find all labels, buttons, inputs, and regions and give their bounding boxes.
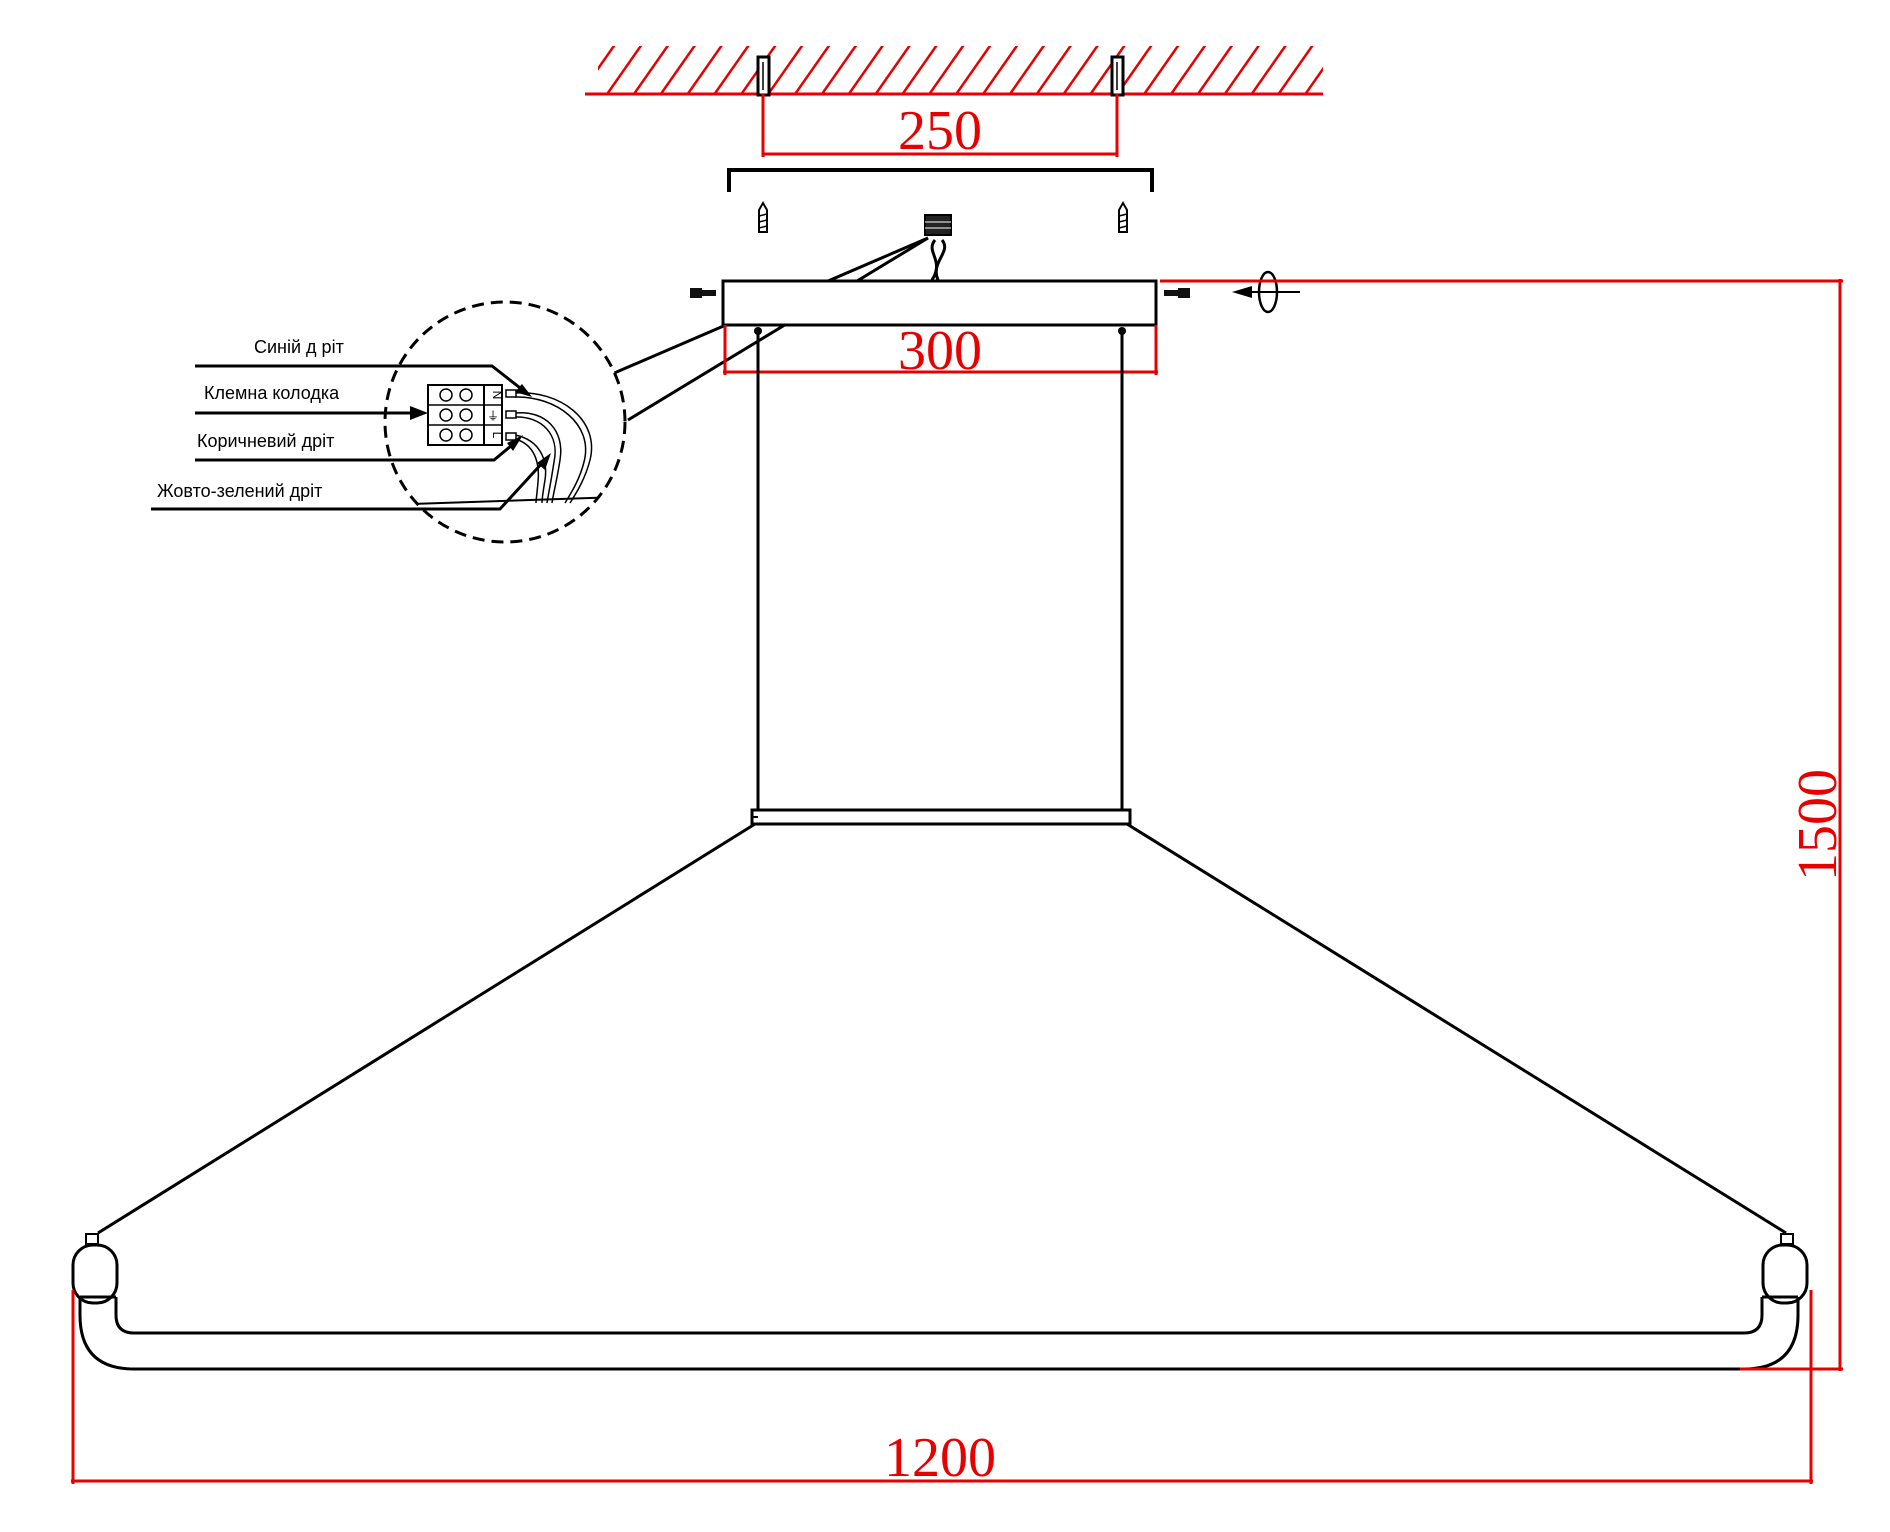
mounting-bracket <box>727 168 1154 192</box>
callout-yellow-green-wire: Жовто-зелений дріт <box>151 453 551 511</box>
dimension-mount-spacing: 250 <box>761 94 1119 162</box>
lamp-arm-left <box>97 822 756 1235</box>
dimension-total-width: 1200 <box>71 1290 1813 1489</box>
label-yellow-green-wire: Жовто-зелений дріт <box>157 481 322 501</box>
callout-terminal-block: Клемна колодка <box>195 383 428 420</box>
label-brown-wire: Коричневий дріт <box>197 431 334 451</box>
lamp-top-crossbar <box>750 808 1132 826</box>
zoom-leader-lower <box>627 236 929 422</box>
ceiling-anchor-right <box>1110 55 1125 97</box>
wiring-detail-zoom: N ⏚ L <box>383 300 627 544</box>
label-terminal-block: Клемна колодка <box>204 383 340 403</box>
dimension-canopy-width-value: 300 <box>898 320 982 382</box>
label-blue-wire: Синій д ріт <box>254 337 344 357</box>
dimension-total-height-value: 1500 <box>1787 769 1849 881</box>
ceiling-anchor-left <box>756 55 771 97</box>
terminal-mark-live: L <box>490 432 504 439</box>
rotate-arrow-icon <box>1232 270 1300 314</box>
screw-right-icon <box>1118 200 1128 233</box>
dimension-mount-spacing-value: 250 <box>898 100 982 162</box>
terminal-mark-neutral: N <box>490 391 504 400</box>
terminal-block-small-icon <box>924 214 952 281</box>
callout-blue-wire: Синій д ріт <box>195 337 532 397</box>
terminal-block-detail-icon: N ⏚ L <box>427 384 504 446</box>
dimension-canopy-width: 300 <box>723 320 1158 382</box>
callout-brown-wire: Коричневий дріт <box>195 431 523 462</box>
screw-left-icon <box>758 200 768 233</box>
dimension-total-width-value: 1200 <box>884 1427 996 1489</box>
ceiling-hatch <box>585 46 1323 96</box>
dimension-total-height: 1500 <box>1160 279 1849 1371</box>
lamp-bottom-bar <box>71 1233 1809 1371</box>
side-screw-left-icon <box>690 288 716 298</box>
canopy-base <box>721 279 1158 327</box>
terminal-mark-earth: ⏚ <box>487 409 499 423</box>
lamp-arm-right <box>1126 822 1787 1235</box>
side-screw-right-icon <box>1164 288 1190 298</box>
